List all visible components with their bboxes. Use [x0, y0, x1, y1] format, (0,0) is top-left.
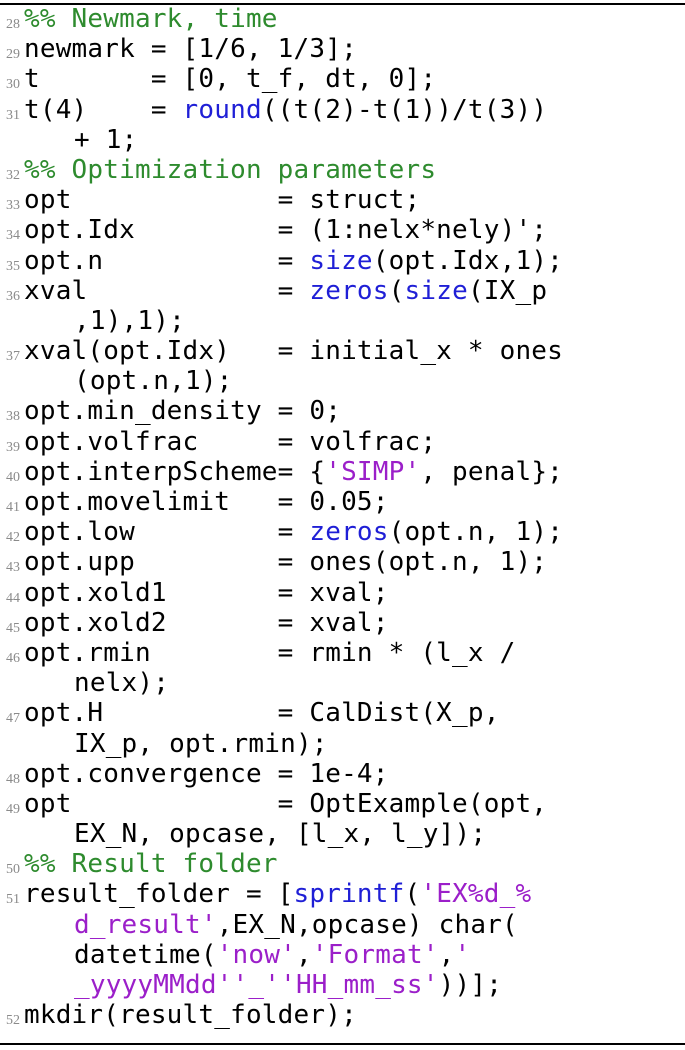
line-number: 40 — [6, 469, 20, 485]
line-number: 50 — [6, 862, 20, 878]
code-text: _yyyyMMdd''_''HH_mm_ss'))]; — [74, 970, 503, 1000]
line-number: 39 — [6, 439, 20, 455]
line-number: 28 — [6, 17, 20, 32]
code-text: opt.n = size(opt.Idx,1); — [24, 245, 564, 276]
code-text: EX_N, opcase, [l_x, l_y]); — [74, 819, 487, 850]
code-text: opt.rmin = rmin * (l_x / — [24, 637, 516, 668]
line-number: 31 — [6, 107, 20, 123]
line-number: 35 — [6, 258, 20, 274]
code-text: t(4) = round((t(2)-t(1))/t(3)) — [24, 94, 548, 125]
line-number: 29 — [6, 47, 20, 63]
line-number: 36 — [6, 288, 20, 304]
code-text: d_result',EX_N,opcase) char( — [74, 909, 518, 940]
code-text: opt.volfrac = volfrac; — [24, 426, 437, 457]
code-text: opt = OptExample(opt, — [24, 788, 548, 819]
line-number: 33 — [6, 198, 20, 214]
code-text: opt.low = zeros(opt.n, 1); — [24, 517, 564, 548]
line-number: 47 — [6, 711, 20, 727]
code-text: %% Optimization parameters — [24, 154, 437, 185]
code-text: opt.upp = ones(opt.n, 1); — [24, 547, 548, 578]
code-text: ,1),1); — [74, 305, 185, 336]
line-number: 44 — [6, 590, 20, 606]
bottom-rule — [0, 1043, 685, 1045]
code-text: opt.movelimit = 0.05; — [24, 487, 389, 517]
line-number: 30 — [6, 77, 20, 93]
line-number: 38 — [6, 409, 20, 425]
code-line: 28 %% Newmark, time — [0, 4, 685, 34]
line-number: 37 — [6, 349, 20, 365]
code-line-continuation: _yyyyMMdd''_''HH_mm_ss'))]; — [0, 970, 685, 1000]
line-number: 51 — [6, 892, 20, 908]
code-text: + 1; — [74, 124, 138, 155]
code-text: opt.xold1 = xval; — [24, 577, 389, 608]
code-text: xval(opt.Idx) = initial_x * ones — [24, 336, 564, 367]
code-line-continuation: datetime('now','Format',' — [0, 940, 685, 970]
code-text: datetime('now','Format',' — [74, 939, 471, 970]
code-text: xval = zeros(size(IX_p — [24, 275, 548, 306]
line-number: 43 — [6, 560, 20, 576]
code-text: nelx); — [74, 668, 170, 699]
line-number: 52 — [6, 1013, 20, 1029]
code-line-continuation: EX_N, opcase, [l_x, l_y]); — [0, 819, 685, 849]
code-text: opt.min_density = 0; — [24, 396, 342, 427]
code-text: opt.convergence = 1e-4; — [24, 758, 389, 789]
code-line-continuation: IX_p, opt.rmin); — [0, 729, 685, 759]
code-text: opt.Idx = (1:nelx*nely)'; — [24, 215, 548, 246]
code-text: (opt.n,1); — [74, 366, 233, 397]
code-text: %% Result folder — [24, 849, 278, 880]
code-line-continuation: d_result',EX_N,opcase) char( — [0, 910, 685, 940]
code-text: newmark = [1/6, 1/3]; — [24, 34, 357, 65]
line-number: 49 — [6, 801, 20, 817]
code-line: 41 opt.movelimit = 0.05; — [0, 487, 685, 517]
line-number: 34 — [6, 228, 20, 244]
code-text: opt.interpScheme= {'SIMP', penal}; — [24, 456, 564, 487]
code-text: opt.xold2 = xval; — [24, 607, 389, 638]
line-number: 48 — [6, 771, 20, 787]
line-number: 32 — [6, 167, 20, 183]
code-text: mkdir(result_folder); — [24, 1000, 357, 1031]
code-text: %% Newmark, time — [24, 4, 278, 34]
code-text: opt.H = CalDist(X_p, — [24, 698, 500, 729]
code-line: 50%% Result folder — [0, 849, 685, 879]
line-number: 41 — [6, 500, 20, 515]
code-line: 32%% Optimization parameters — [0, 155, 685, 185]
code-line-continuation: (opt.n,1); — [0, 366, 685, 396]
line-number: 46 — [6, 650, 20, 666]
code-text: opt = struct; — [24, 185, 421, 216]
code-line-continuation: nelx); — [0, 668, 685, 698]
code-line-continuation: ,1),1); — [0, 306, 685, 336]
code-text: t = [0, t_f, dt, 0]; — [24, 64, 437, 95]
top-rule — [0, 3, 685, 5]
code-text: result_folder = [sprintf('EX%d_% — [24, 879, 532, 910]
code-text: IX_p, opt.rmin); — [74, 728, 328, 759]
line-number: 42 — [6, 530, 20, 546]
line-number: 45 — [6, 620, 20, 636]
code-line-continuation: + 1; — [0, 125, 685, 155]
